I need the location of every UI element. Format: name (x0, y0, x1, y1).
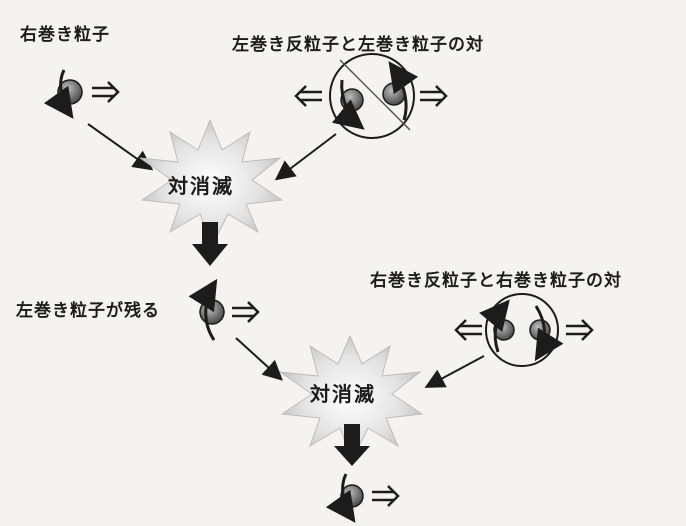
top-pair-group (294, 53, 448, 139)
converge-arrow-icon (87, 123, 154, 171)
spin-arrow-icon (188, 278, 218, 341)
particle-sphere (529, 319, 551, 341)
converge-arrow-icon (424, 355, 485, 388)
left-momentum-arrow-icon (294, 85, 322, 107)
divider-line (339, 59, 411, 131)
spin-arrow-icon (325, 473, 356, 523)
final-particle (325, 473, 400, 523)
spin-arrow-icon (331, 79, 365, 130)
converge-arrow-icon (274, 133, 337, 181)
label-right-handed-particle: 右巻き粒子 (20, 25, 110, 45)
momentum-arrow-icon (232, 301, 260, 323)
spin-arrow-icon (534, 305, 564, 362)
label-remaining-particle: 左巻き粒子が残る (16, 301, 160, 321)
right-handed-particle (43, 69, 120, 119)
left-momentum-arrow-icon (454, 319, 482, 341)
spin-arrow-icon (479, 299, 510, 353)
label-annihilation-2: 対消滅 (310, 382, 376, 406)
particle-sphere (199, 299, 225, 325)
spin-arrow-icon (388, 61, 419, 121)
remaining-left-handed-particle (188, 278, 260, 341)
right-momentum-arrow-icon (566, 319, 594, 341)
right-momentum-arrow-icon (420, 85, 448, 107)
converge-arrow-icon (235, 337, 283, 381)
pair-circle (329, 53, 415, 139)
label-annihilation-1: 対消滅 (168, 174, 234, 198)
bottom-pair-group (454, 293, 594, 367)
spin-arrow-icon (43, 69, 74, 119)
label-bottom-pair: 右巻き反粒子と右巻き粒子の対 (370, 271, 622, 291)
momentum-arrow-icon (92, 81, 120, 103)
momentum-arrow-icon (372, 485, 400, 507)
down-arrow-icon (192, 222, 228, 266)
label-top-pair: 左巻き反粒子と左巻き粒子の対 (232, 35, 484, 55)
down-arrow-icon (334, 424, 370, 466)
